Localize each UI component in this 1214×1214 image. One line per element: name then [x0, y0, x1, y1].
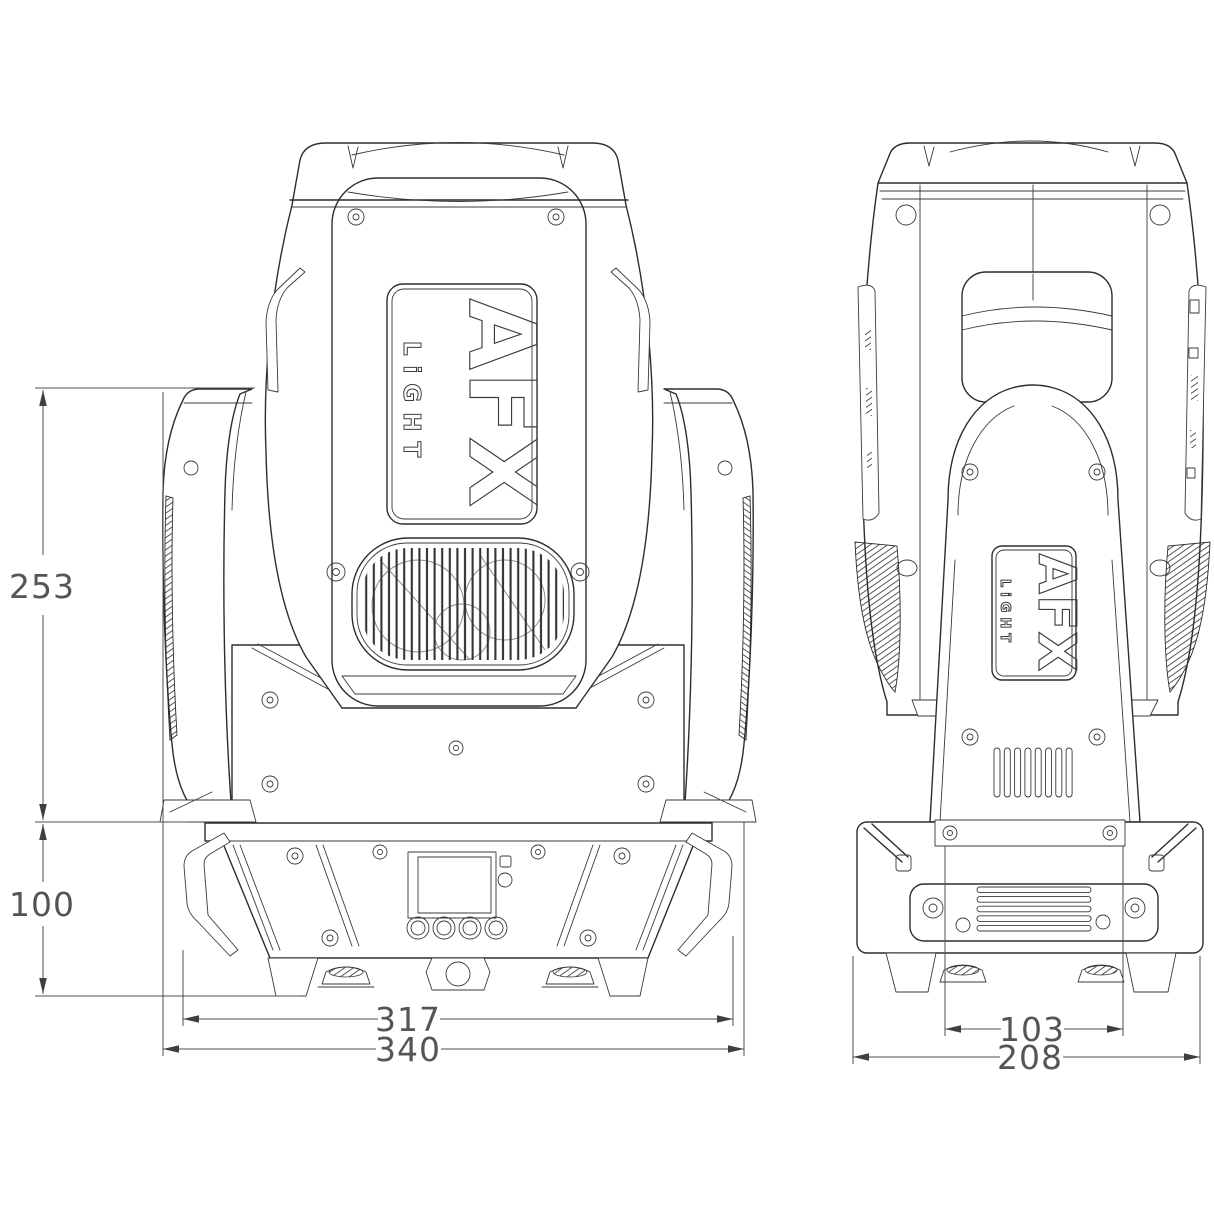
- afx-logo-plate-front: AFX LiGHT: [386, 283, 556, 525]
- dimension-yoke-width: 103: [945, 1010, 1123, 1049]
- connector-left: [922, 897, 944, 919]
- base-front: [204, 822, 713, 959]
- head-fin-left: [265, 267, 306, 393]
- dimension-base-width: 317: [183, 1000, 733, 1039]
- face-panel: [331, 177, 587, 707]
- indicator-dot: [497, 872, 513, 888]
- base-vent-slats: [976, 886, 1092, 932]
- afx-logo-text-side: AFX: [1026, 554, 1086, 673]
- dimension-label-340: 340: [375, 1030, 441, 1069]
- lcd-screen: [407, 851, 497, 919]
- base-side: [856, 819, 1204, 993]
- dimension-overall-width: 340: [163, 1030, 744, 1069]
- head-fin-right: [610, 267, 651, 393]
- vent-grille: [326, 537, 590, 671]
- dimension-label-208: 208: [997, 1038, 1063, 1077]
- top-notch-left: [347, 145, 359, 169]
- side-strip-left: [857, 284, 880, 521]
- dimension-label-317: 317: [375, 1000, 441, 1039]
- head-top-dome: [351, 142, 565, 156]
- dimension-overall-depth: 208: [853, 1038, 1200, 1077]
- dimension-annotations: 253 100 317 340: [9, 387, 1201, 1077]
- menu-buttons: [406, 916, 508, 940]
- lens-hatch-left: [854, 541, 901, 694]
- yoke-connector-band: [934, 819, 1126, 847]
- extension-lines: [35, 387, 1201, 1064]
- dimension-base-height: 100: [9, 824, 75, 994]
- base-foot-right: [597, 957, 649, 997]
- rubber-pad-right: [541, 966, 599, 988]
- vent-slots-side: [993, 747, 1073, 798]
- corner-handle-left: [863, 823, 912, 872]
- head-bottom-plate: [341, 675, 577, 695]
- dimension-label-253: 253: [9, 567, 75, 606]
- connector-right: [1124, 897, 1146, 919]
- head-front: AFX LiGHT: [264, 142, 654, 709]
- rear-panel: [909, 883, 1159, 942]
- dimension-head-height: 253: [9, 390, 75, 820]
- light-logo-text-side: LiGHT: [997, 579, 1012, 647]
- base-feet-front: [267, 957, 649, 997]
- afx-logo-plate-side: AFX LiGHT: [991, 545, 1087, 681]
- lens-hatch-right: [1164, 541, 1211, 694]
- light-logo-text-front: LiGHT: [398, 341, 424, 467]
- power-led: [499, 855, 512, 868]
- base-feet-side: [885, 952, 1177, 993]
- corner-handle-right: [1148, 823, 1197, 872]
- side-strip-right: [1184, 284, 1207, 521]
- dimension-label-100: 100: [9, 885, 75, 924]
- front-view: AFX LiGHT: [159, 142, 757, 997]
- head-handle-cap: [961, 271, 1113, 403]
- head-top-dome-side: [949, 140, 1109, 153]
- afx-logo-text-front: AFX: [448, 299, 555, 510]
- dimension-label-103: 103: [999, 1010, 1065, 1049]
- hanging-bracket: [425, 957, 491, 991]
- rubber-pad-left: [317, 966, 375, 988]
- side-view: AFX LiGHT: [854, 140, 1211, 993]
- yoke-arm-side: AFX LiGHT: [929, 271, 1141, 823]
- base-foot-left: [267, 957, 319, 997]
- top-notch-right: [557, 145, 569, 169]
